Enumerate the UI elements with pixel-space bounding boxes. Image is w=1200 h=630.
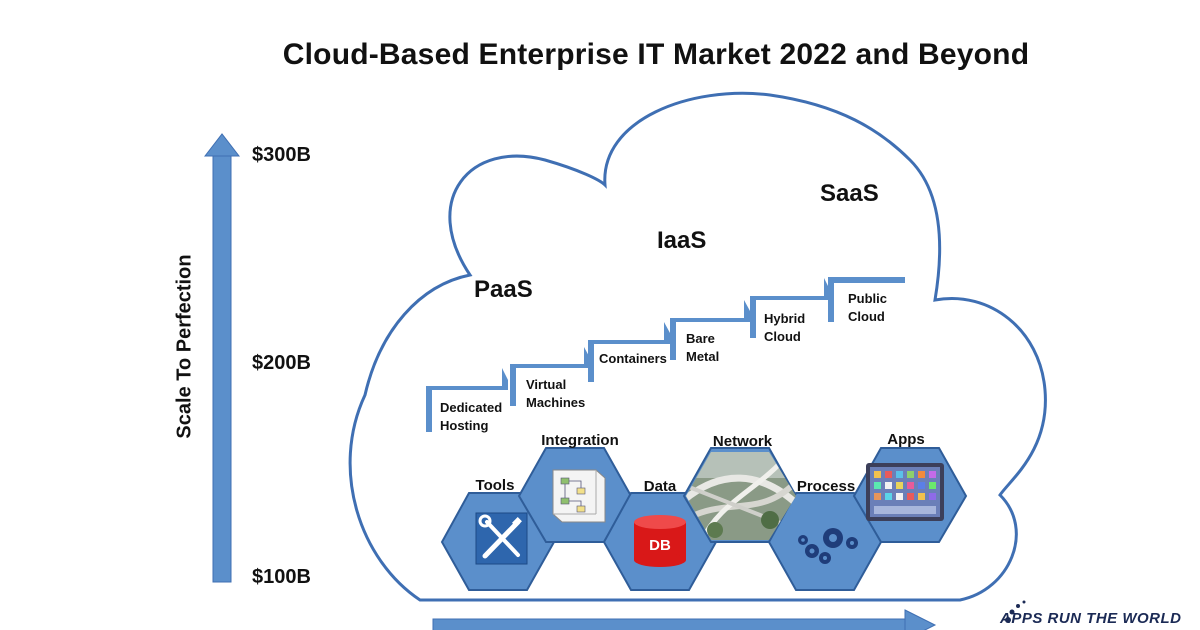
hex-label-apps: Apps (887, 431, 925, 448)
step-line: Cloud (764, 329, 801, 344)
hex-label-integration: Integration (541, 432, 619, 449)
step-line: Machines (526, 395, 586, 410)
tier-paas: PaaS (474, 276, 533, 303)
step-line: Metal (686, 349, 720, 364)
hex-label-network: Network (712, 433, 773, 450)
step-bracket (828, 277, 905, 322)
step-line: Public (848, 291, 888, 306)
scale-value-300b: $300B (252, 144, 311, 166)
tier-iaas: IaaS (657, 227, 707, 254)
step-public-cloud: Public Cloud (848, 290, 887, 326)
page-title: Cloud-Based Enterprise IT Market 2022 an… (282, 38, 1030, 71)
database-icon-label: DB (649, 537, 671, 554)
step-line: Dedicated (440, 400, 503, 415)
tablet-icon (866, 463, 944, 521)
scale-value-100b: $100B (252, 566, 311, 588)
step-line: Virtual (526, 377, 567, 392)
step-dedicated-hosting: Dedicated Hosting (440, 399, 502, 435)
hex-label-tools: Tools (475, 477, 515, 494)
step-line: Bare (686, 331, 715, 346)
step-line: Cloud (848, 309, 885, 324)
diagram-icon (552, 469, 606, 523)
brand-logo: APPS RUN THE WORLD (1000, 610, 1182, 627)
step-bare-metal: Bare Metal (686, 330, 719, 366)
scale-arrow (203, 133, 241, 583)
database-icon (634, 515, 686, 567)
step-containers: Containers (599, 350, 667, 368)
staircase (426, 277, 905, 432)
step-line: Hybrid (764, 311, 806, 326)
scale-axis-label: Scale To Perfection (173, 254, 196, 439)
scale-value-200b: $200B (252, 352, 311, 374)
step-virtual-machines: Virtual Machines (526, 376, 585, 412)
cloud-outline (348, 91, 1047, 602)
gears-icon (798, 528, 858, 564)
step-line: Hosting (440, 418, 489, 433)
hex-label-data: Data (643, 478, 677, 495)
tier-saas: SaaS (820, 180, 879, 207)
tools-icon (475, 512, 528, 565)
hex-label-process: Process (796, 478, 856, 495)
bottom-arrow (432, 609, 937, 630)
logo-mark (1005, 600, 1026, 623)
step-line: Containers (599, 351, 667, 366)
step-hybrid-cloud: Hybrid Cloud (764, 310, 805, 346)
